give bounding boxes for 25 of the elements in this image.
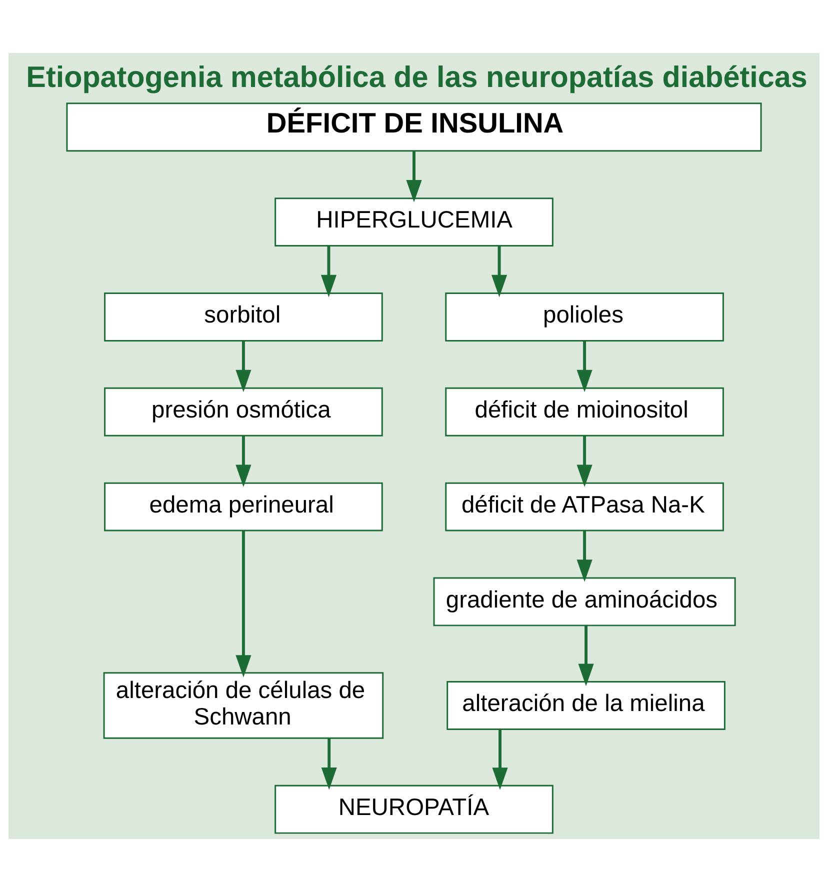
arrow (321, 738, 337, 790)
node-box: edema perineural (104, 482, 383, 532)
arrow (320, 246, 337, 298)
arrow (576, 436, 592, 488)
node-box: NEUROPATÍA (274, 784, 554, 834)
node-box: presión osmótica (104, 387, 383, 436)
node-box: alteración de células de Schwann (103, 672, 384, 739)
node-box: gradiente de aminoácidos (433, 577, 736, 626)
node-box: HIPERGLUCEMIA (274, 198, 554, 247)
node-box: DÉFICIT DE INSULINA (66, 102, 762, 152)
arrow (492, 730, 508, 790)
node-box: alteración de la mielina (446, 681, 726, 730)
arrow (576, 530, 592, 582)
arrow (236, 436, 252, 488)
node-box: polioles (445, 292, 724, 342)
diagram-title: Etiopatogenia metabólica de las neuropatías diabéticas (26, 61, 808, 94)
arrow (236, 530, 252, 678)
arrow (406, 151, 422, 202)
arrow (236, 340, 252, 392)
arrow (491, 246, 508, 298)
node-box: déficit de mioinositol (445, 387, 724, 436)
node-box: sorbitol (104, 292, 383, 342)
node-box: déficit de ATPasa Na-K (445, 482, 724, 532)
arrow (578, 626, 594, 686)
arrow (576, 340, 592, 392)
